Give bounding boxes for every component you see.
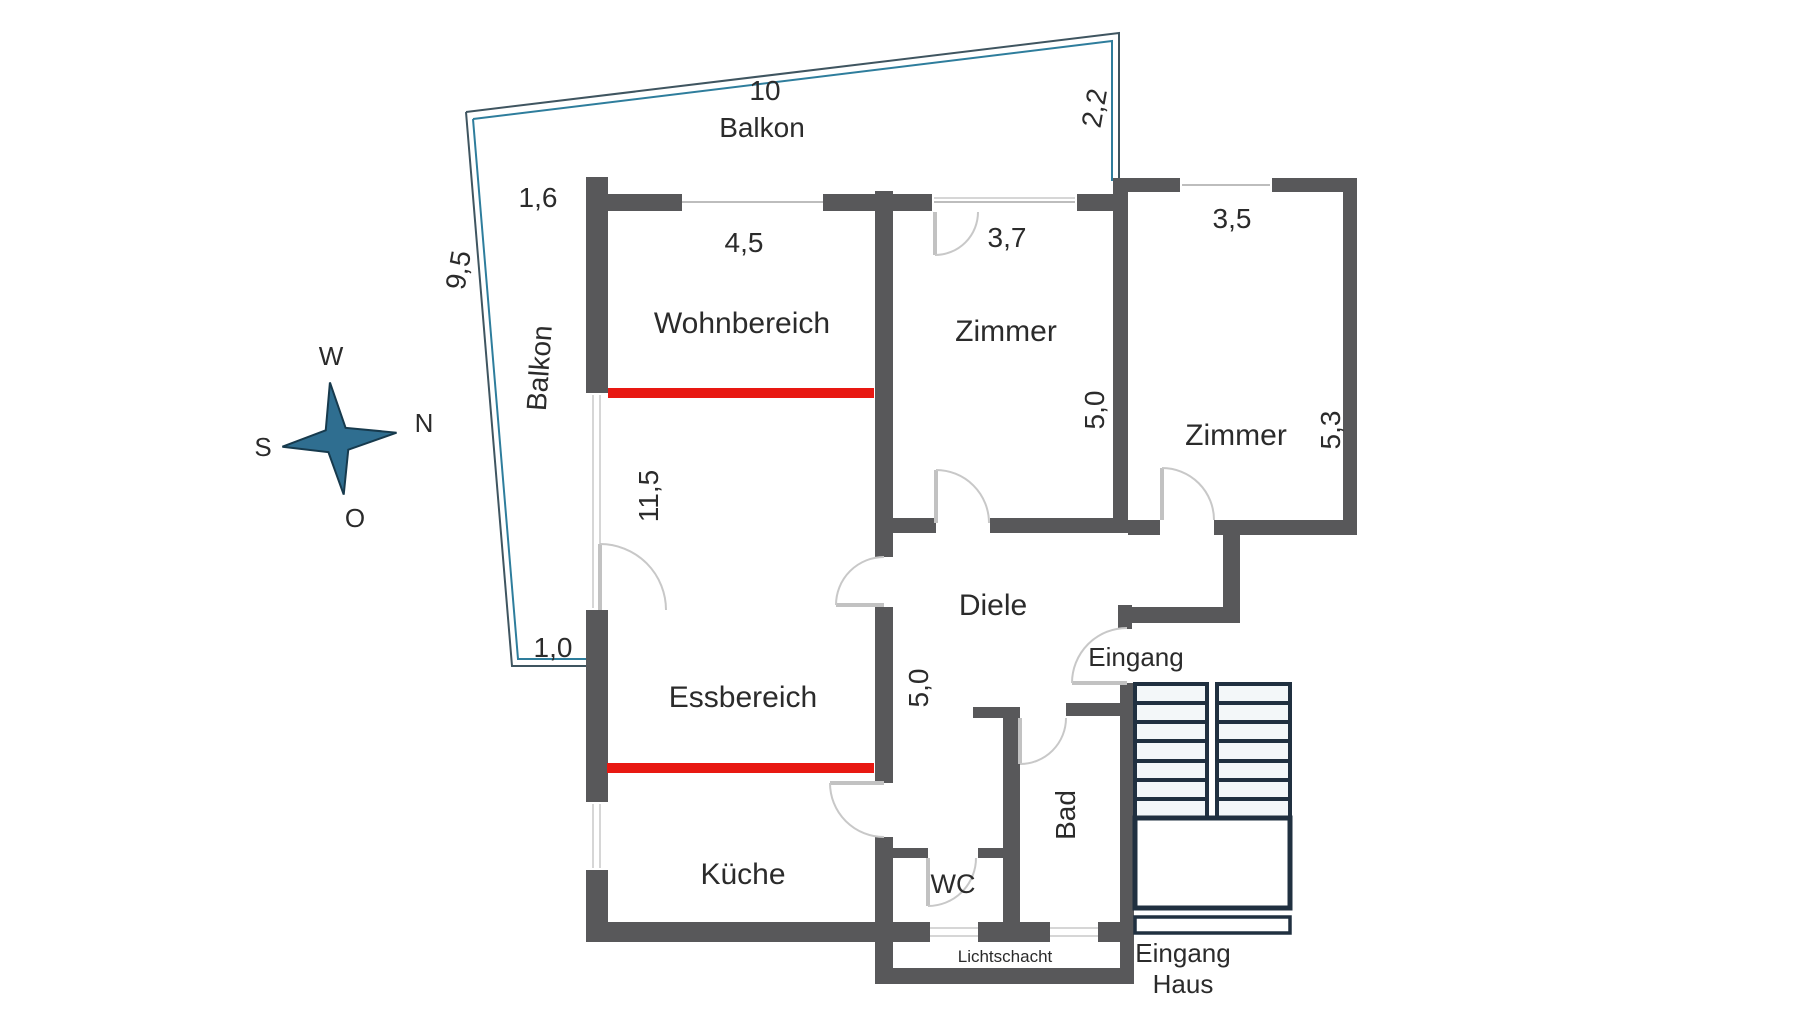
label-eingang: Eingang (1088, 642, 1183, 672)
dim-zimmer-mid-depth: 5,0 (1079, 391, 1110, 430)
dim-balcony-right: 2,2 (1076, 86, 1113, 130)
red-marker-wohnbereich (608, 388, 874, 398)
dim-balcony-bottom: 1,0 (534, 632, 573, 663)
dim-zimmer-right-depth: 5,3 (1315, 411, 1346, 450)
door-bad (1018, 717, 1067, 765)
balcony-outline (465, 31, 1120, 667)
walls (586, 177, 1357, 984)
door-balcony-zimmer-mid (933, 211, 979, 256)
renovation-markers (607, 388, 874, 773)
compass-star-icon (282, 382, 397, 495)
dim-essbereich-depth: 11,5 (633, 470, 664, 522)
label-wohnbereich: Wohnbereich (654, 307, 830, 340)
dim-zimmer-mid-width: 3,7 (988, 222, 1027, 253)
label-bad: Bad (1050, 790, 1081, 840)
door-wc (926, 857, 977, 907)
window-zimmer-right-top (1180, 178, 1272, 192)
label-eingang-haus-1: Eingang (1135, 938, 1230, 968)
label-zimmer-right: Zimmer (1185, 419, 1287, 452)
doors (598, 211, 1215, 907)
dim-balcony-topleft: 1,6 (519, 182, 558, 213)
dim-diele-depth: 5,0 (903, 669, 934, 708)
label-essbereich: Essbereich (669, 681, 817, 714)
stair-treads (1135, 701, 1290, 801)
window-wc-shaft (930, 922, 978, 942)
window-wohnbereich-top (680, 194, 825, 211)
compass-rose: W N S O (254, 341, 433, 533)
window-essbereich-west (586, 393, 608, 610)
label-balkon-top: Balkon (719, 112, 805, 143)
red-marker-kueche (607, 763, 874, 773)
stair-landing (1132, 815, 1293, 911)
label-zimmer-mid: Zimmer (955, 315, 1057, 348)
door-balcony-essbereich (598, 543, 667, 611)
compass-east: O (345, 503, 365, 533)
door-zimmer-right (1160, 467, 1215, 521)
door-essbereich-diele (835, 556, 885, 607)
compass-south: S (254, 432, 271, 462)
label-eingang-haus-2: Haus (1153, 969, 1214, 999)
label-kueche: Küche (700, 858, 785, 891)
window-kueche-west (586, 802, 608, 870)
dim-balcony-left: 9,5 (440, 248, 477, 292)
entrance-step (1133, 915, 1292, 935)
dim-zimmer-right-width: 3,5 (1213, 203, 1252, 234)
windows (586, 178, 1272, 942)
door-kueche (829, 781, 885, 838)
window-zimmer-mid-top (932, 194, 1077, 211)
label-lichtschacht: Lichtschacht (958, 947, 1053, 966)
compass-west: W (319, 341, 344, 371)
label-wc: WC (931, 869, 976, 899)
staircase (1132, 682, 1293, 935)
door-apartment-entrance (1071, 627, 1128, 685)
label-diele: Diele (959, 589, 1027, 622)
dim-wohnbereich-width: 4,5 (725, 227, 764, 258)
compass-north: N (415, 408, 434, 438)
labels: 10 Balkon 2,2 1,6 9,5 Balkon 1,0 4,5 Woh… (440, 75, 1346, 999)
door-zimmer-mid (934, 469, 990, 524)
window-bad-shaft (1050, 922, 1098, 942)
dim-balcony-top: 10 (749, 75, 780, 106)
label-balkon-side: Balkon (521, 324, 558, 412)
